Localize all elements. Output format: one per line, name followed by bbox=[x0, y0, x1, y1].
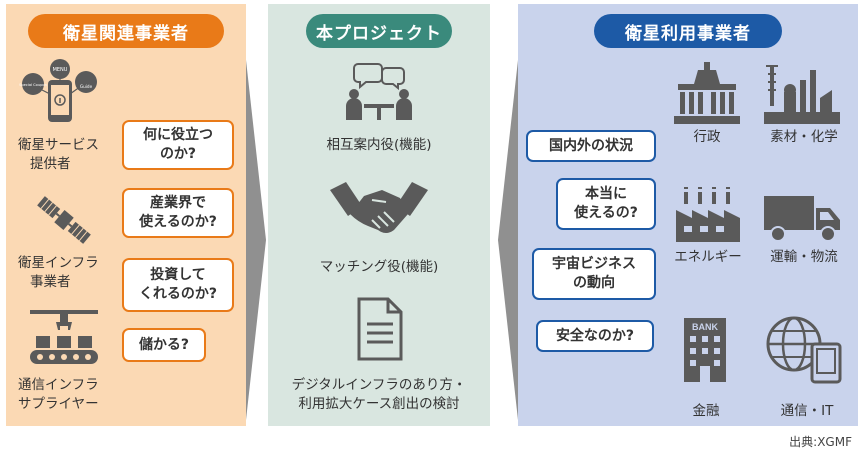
question-bubble: 本当に使えるの? bbox=[556, 178, 656, 230]
coupon-badge: Special Coupon bbox=[19, 83, 47, 87]
player-infrastructure-operator: 衛星インフラ 事業者 bbox=[18, 255, 99, 290]
player-service-provider: 衛星サービス 提供者 bbox=[18, 137, 99, 172]
document-icon bbox=[357, 297, 403, 361]
bank-building-icon: BANK bbox=[684, 318, 726, 382]
conveyor-icon bbox=[30, 310, 98, 364]
right-panel-title: 衛星利用事業者 bbox=[594, 14, 782, 48]
factory-icon bbox=[676, 187, 740, 242]
question-bubble: 儲かる? bbox=[122, 328, 206, 362]
globe-phone-icon bbox=[766, 316, 842, 384]
sector-telecom-it: 通信・IT bbox=[780, 403, 834, 419]
middle-panel-title: 本プロジェクト bbox=[306, 14, 452, 48]
satellite-icon bbox=[37, 196, 91, 244]
government-building-icon bbox=[674, 62, 740, 124]
player-comm-supplier: 通信インフラ サプライヤー bbox=[18, 377, 99, 412]
question-bubble: 何に役立つのか? bbox=[122, 120, 234, 170]
question-bubble: 産業界で使えるのか? bbox=[122, 188, 234, 238]
question-bubble: 投資してくれるのか? bbox=[122, 258, 234, 312]
left-pointing-arrow bbox=[498, 60, 518, 420]
right-pointing-arrow bbox=[246, 60, 266, 420]
sector-materials-chemicals: 素材・化学 bbox=[770, 129, 838, 145]
bank-label: BANK bbox=[692, 322, 718, 332]
smartphone-icon: MENU Special Coupon Guide bbox=[19, 59, 97, 122]
question-bubble: 安全なのか? bbox=[536, 320, 654, 352]
role-matching: マッチング役(機能) bbox=[319, 259, 439, 275]
project-panel: 本プロジェクト 相互案内役(機能) マッチング役(機能) デジタルインフラのあり… bbox=[268, 4, 490, 426]
sector-finance: 金融 bbox=[692, 403, 720, 419]
left-panel-title: 衛星関連事業者 bbox=[28, 14, 224, 48]
role-study: デジタルインフラのあり方・ 利用拡大ケース創出の検討 bbox=[291, 377, 467, 412]
sector-government: 行政 bbox=[693, 129, 721, 145]
menu-badge: MENU bbox=[53, 67, 68, 73]
meeting-icon bbox=[346, 63, 412, 120]
source-credit: 出典:XGMF bbox=[789, 435, 852, 449]
sector-logistics: 運輸・物流 bbox=[770, 249, 838, 265]
question-bubble: 国内外の状況 bbox=[526, 130, 656, 162]
role-guide: 相互案内役(機能) bbox=[326, 137, 432, 153]
sector-energy: エネルギー bbox=[674, 249, 742, 265]
question-bubble: 宇宙ビジネスの動向 bbox=[532, 248, 656, 300]
guide-badge: Guide bbox=[80, 84, 93, 89]
chemical-plant-icon bbox=[764, 65, 840, 124]
truck-icon bbox=[764, 196, 840, 242]
satellite-users-panel: 衛星利用事業者 国内外の状況 本当に使えるの? 宇宙ビジネスの動向 安全なのか?… bbox=[518, 4, 858, 426]
handshake-icon bbox=[330, 182, 428, 233]
satellite-operators-panel: 衛星関連事業者 MENU Special Coupon Guide 衛星サービス… bbox=[6, 4, 246, 426]
